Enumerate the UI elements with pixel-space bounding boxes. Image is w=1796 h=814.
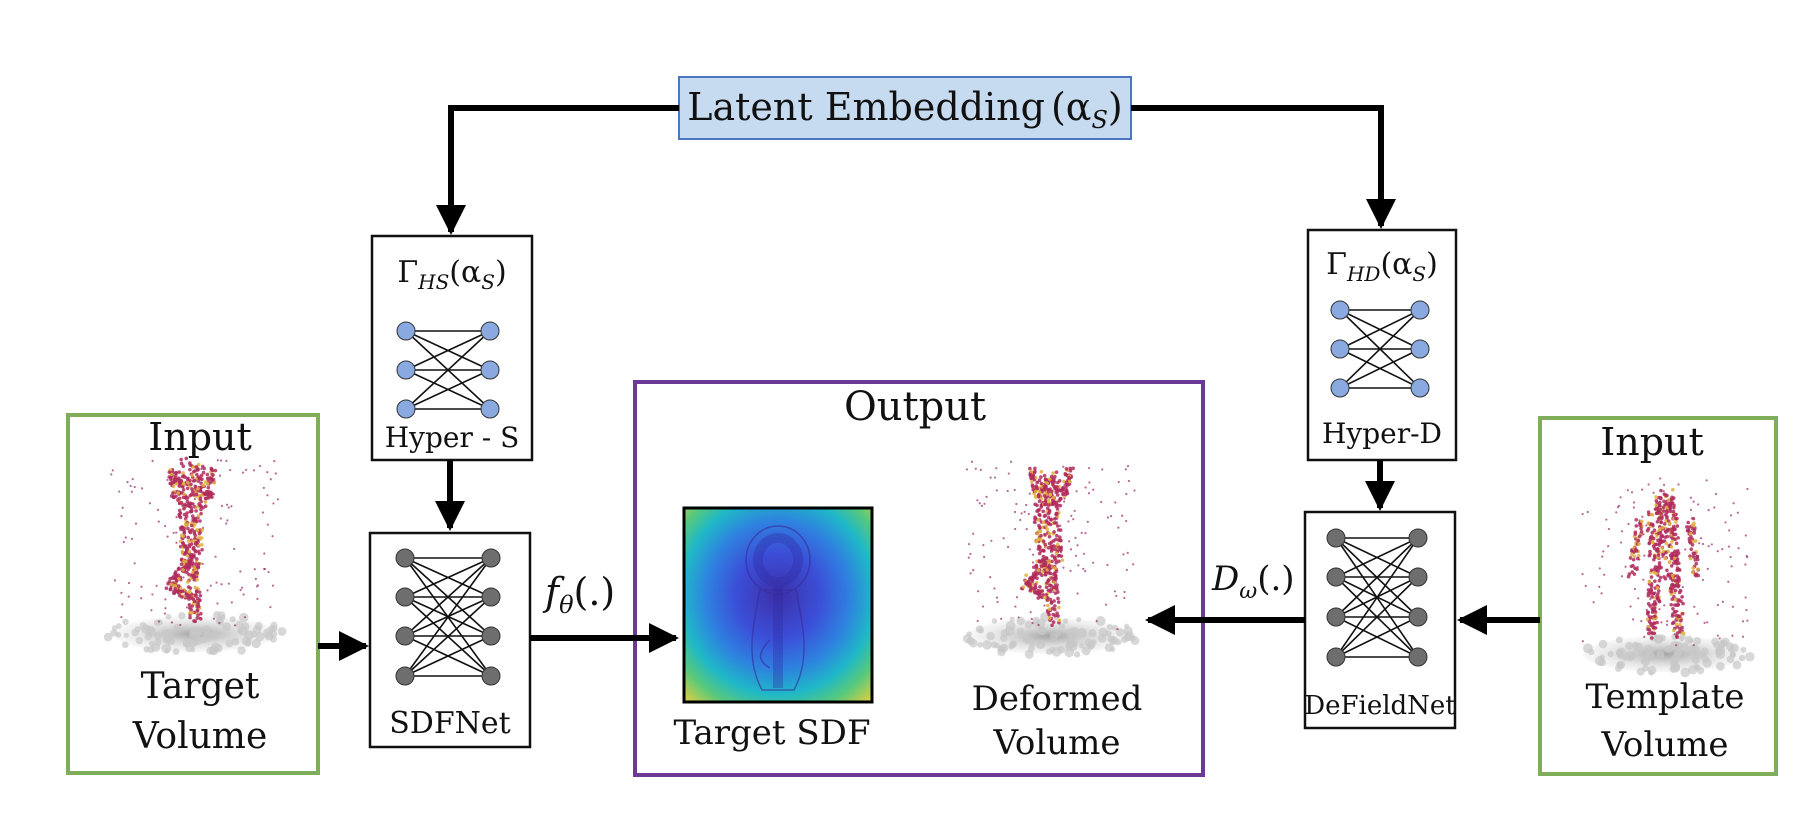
network-edge	[404, 635, 492, 677]
network-edge	[404, 596, 492, 677]
network-edge	[404, 557, 492, 677]
network-edge	[1335, 537, 1419, 658]
network-node	[396, 399, 416, 419]
network-node	[1326, 607, 1346, 627]
network-edge	[1335, 616, 1419, 658]
hyper-d-network-icon	[1330, 300, 1430, 398]
network-node	[395, 548, 415, 568]
output-title: Output	[844, 384, 986, 430]
network-edge	[405, 369, 491, 410]
network-edge	[1339, 309, 1421, 389]
target-volume-figure	[103, 456, 287, 656]
input-right-title: Input	[1600, 420, 1704, 464]
network-node	[395, 626, 415, 646]
network-node	[1330, 339, 1350, 359]
sdfnet-function-label: fθ(.)	[542, 570, 615, 619]
hyper-s-formula: ΓHS(αS)	[397, 255, 506, 294]
network-node	[1326, 567, 1346, 587]
network-node	[481, 587, 501, 607]
network-node	[1408, 647, 1428, 667]
sdfnet-box: SDFNet	[368, 531, 532, 749]
target-sdf-label: Target SDF	[673, 713, 870, 753]
network-node	[481, 666, 501, 686]
network-node	[1408, 567, 1428, 587]
input-left-line2: Volume	[132, 716, 268, 757]
network-node	[1408, 607, 1428, 627]
network-edge	[1339, 348, 1421, 389]
input-left-panel: Input Target Volume	[66, 413, 320, 775]
network-edge	[1335, 537, 1419, 618]
hyper-d-box: ΓHD(αS) Hyper-D	[1306, 228, 1458, 462]
network-node	[481, 626, 501, 646]
defieldnet-function-label: Dω(.)	[1211, 559, 1295, 604]
svg-text:Latent Embedding(αS): Latent Embedding(αS)	[687, 85, 1122, 134]
deformed-label-line2: Volume	[992, 723, 1120, 763]
sdfnet-network-icon	[395, 548, 501, 686]
target-sdf-image	[682, 506, 874, 704]
sdfnet-label: SDFNet	[389, 706, 510, 741]
input-right-line1: Template	[1585, 677, 1744, 717]
latent-connectors	[436, 105, 1396, 235]
hyper-s-box: ΓHS(αS) Hyper - S	[370, 234, 534, 462]
template-volume-figure	[1581, 477, 1755, 678]
input-left-line1: Target	[141, 666, 260, 707]
input-right-line2: Volume	[1600, 725, 1728, 765]
network-edge	[1339, 309, 1421, 350]
deformed-volume-figure	[962, 460, 1140, 659]
input-right-panel: Input Template Volume	[1538, 416, 1778, 776]
network-edge	[405, 330, 491, 410]
hyper-s-label: Hyper - S	[385, 421, 520, 454]
network-edge	[1335, 537, 1419, 578]
network-node	[395, 666, 415, 686]
network-node	[480, 360, 500, 380]
defieldnet-box: DeFieldNet	[1303, 510, 1456, 730]
network-node	[396, 321, 416, 341]
network-node	[480, 321, 500, 341]
network-node	[1410, 300, 1430, 320]
latent-embedding-box: Latent Embedding(αS)	[678, 76, 1132, 140]
network-node	[1330, 378, 1350, 398]
network-node	[1408, 528, 1428, 548]
network-node	[1410, 339, 1430, 359]
network-node	[1330, 300, 1350, 320]
network-node	[481, 548, 501, 568]
input-left-title: Input	[148, 415, 252, 459]
network-node	[1410, 378, 1430, 398]
network-node	[1326, 528, 1346, 548]
network-node	[1326, 647, 1346, 667]
network-edge	[404, 557, 492, 637]
defieldnet-label: DeFieldNet	[1304, 691, 1456, 721]
network-edge	[405, 330, 491, 371]
latent-embedding-label: Latent Embedding	[687, 85, 1045, 129]
network-edge	[1335, 576, 1419, 658]
output-panel: Output Target SDF Deformed Volume	[633, 380, 1205, 777]
network-node	[395, 587, 415, 607]
network-edge	[404, 557, 492, 598]
deformed-label-line1: Deformed	[972, 679, 1143, 719]
network-node	[396, 360, 416, 380]
hyper-d-formula: ΓHD(αS)	[1326, 247, 1438, 286]
defieldnet-network-icon	[1326, 528, 1428, 667]
hyper-d-label: Hyper-D	[1322, 417, 1442, 450]
network-node	[480, 399, 500, 419]
hyper-s-network-icon	[396, 321, 500, 419]
